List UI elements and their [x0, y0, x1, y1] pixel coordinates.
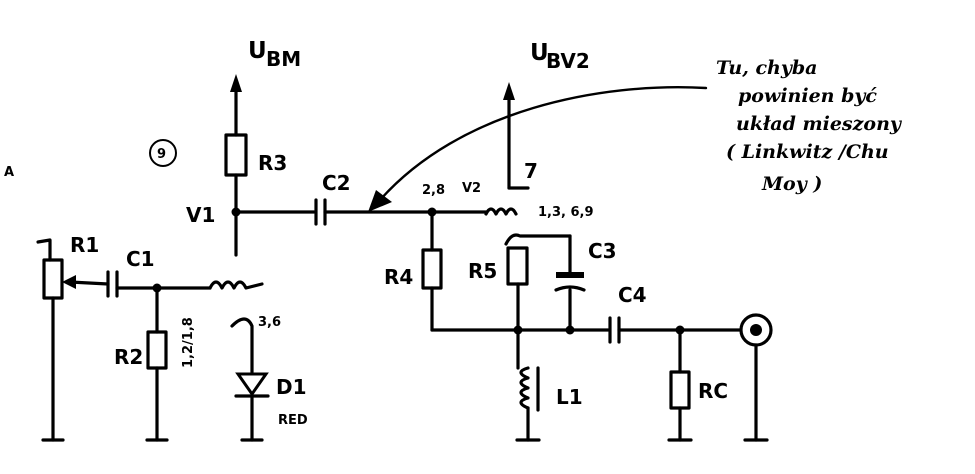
l1-label: L1 [556, 385, 583, 409]
node-voltage-label: 2,8 [422, 183, 445, 198]
r3-label: R3 [258, 151, 287, 175]
edge-mark: A [4, 165, 14, 180]
resistor-r2: R2 1,2/1,8 [114, 286, 196, 442]
supply-ubv2-sub: BV2 [546, 49, 590, 73]
r5-voltages-label: 1,3, 6,9 [538, 205, 594, 220]
diode-d1: D1 RED 3,6 [230, 315, 308, 442]
handwritten-note: Tu, chyba powinien być układ mieszony ( … [716, 57, 903, 195]
r2-label: R2 [114, 345, 143, 369]
r1-label: R1 [70, 233, 99, 257]
supply-ubm: U BM [230, 38, 301, 137]
c2-label: C2 [322, 171, 351, 195]
resistor-rc: RC [667, 328, 728, 442]
potentiometer-r1: R1 [36, 233, 110, 442]
note-line-4: ( Linkwitz /Chu [726, 141, 889, 163]
node-r4-top [427, 207, 518, 217]
d1-label: D1 [276, 375, 307, 399]
note-line-5: Moy ) [761, 173, 822, 195]
circle-mark: 9 [149, 139, 177, 167]
c3-label: C3 [588, 239, 617, 263]
resistor-r3: R3 [224, 133, 287, 257]
c1-label: C1 [126, 247, 155, 271]
resistor-r5: R5 [468, 233, 572, 332]
r5-label: R5 [468, 259, 497, 283]
note-line-3: układ mieszony [736, 113, 903, 135]
capacitor-c3: C3 [554, 234, 617, 332]
v2-label: V2 [462, 181, 481, 196]
v2-pin-label: 7 [524, 159, 538, 183]
supply-ubv2-label: U [530, 40, 549, 66]
supply-ubv2: U BV2 7 [503, 40, 590, 190]
resistor-r4: R4 [384, 210, 572, 332]
r2-voltage-label: 1,2/1,8 [181, 317, 196, 368]
c4-label: C4 [618, 283, 647, 307]
d1-color-label: RED [278, 413, 308, 428]
v1-label: V1 [186, 203, 215, 227]
supply-ubm-label: U [248, 38, 267, 64]
supply-ubm-sub: BM [266, 47, 301, 71]
r4-label: R4 [384, 265, 413, 289]
inductor-l1: L1 [515, 328, 583, 442]
node-v1: V1 [186, 203, 316, 227]
capacitor-c4: C4 [568, 283, 742, 344]
capacitor-c2: C2 [314, 171, 434, 226]
output-jack [739, 313, 773, 442]
rc-label: RC [698, 379, 728, 403]
d1-voltage-label: 3,6 [258, 315, 281, 330]
circle-mark-label: 9 [157, 147, 166, 162]
wire-squiggle [208, 280, 264, 290]
note-line-2: powinien być [738, 85, 877, 107]
note-line-1: Tu, chyba [716, 57, 817, 79]
capacitor-c1: C1 [106, 247, 212, 298]
note-arrow [368, 86, 708, 212]
